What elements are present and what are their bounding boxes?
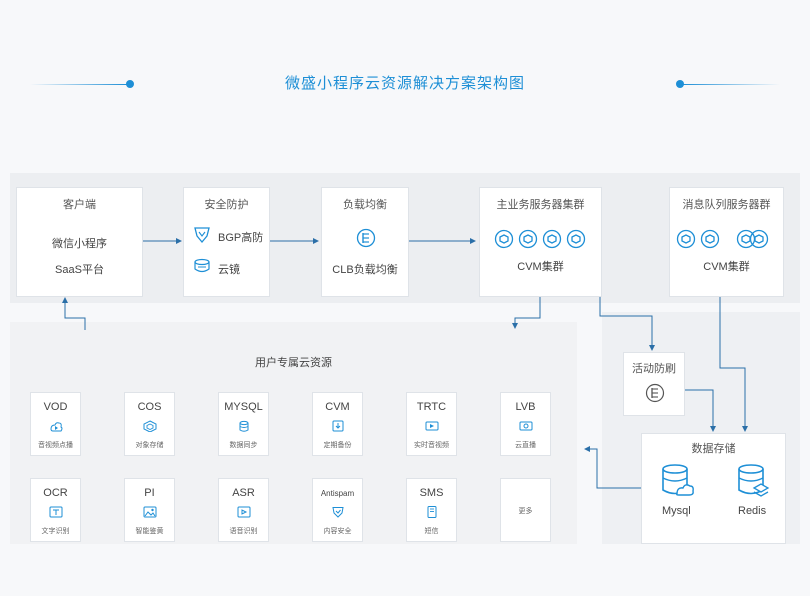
lvb-icon — [519, 421, 533, 431]
resource-tile-mysql: MYSQL 数据同步 — [218, 392, 269, 456]
resource-tile-antispam: Antispam 内容安全 — [312, 478, 363, 542]
arrow-main-to-resources — [512, 297, 541, 329]
client-title: 客户端 — [63, 199, 96, 211]
cvm-icon — [332, 420, 344, 432]
sms-icon — [427, 506, 437, 518]
resources-title: 用户专属云资源 — [255, 357, 332, 369]
resource-tile-sub: 音视频点播 — [38, 442, 73, 449]
resource-tile-sub: 更多 — [518, 508, 533, 515]
resource-tile-name: Antispam — [320, 489, 355, 498]
load-balance-label: CLB负载均衡 — [332, 264, 398, 276]
antispam-icon — [332, 507, 344, 518]
redis-icon — [738, 464, 770, 497]
resource-tile-lvb: LVB 云直播 — [500, 392, 551, 456]
resource-tile-more: 更多 — [500, 478, 551, 542]
asr-icon — [237, 506, 251, 518]
security-title: 安全防护 — [204, 199, 249, 211]
activity-title: 活动防刷 — [632, 363, 676, 375]
resource-tile-name: OCR — [43, 487, 68, 499]
arrow-activity-to-storage — [685, 389, 716, 432]
resource-tile-name: ASR — [232, 487, 255, 499]
resource-tile-name: LVB — [515, 401, 536, 413]
mq-cluster-label: CVM集群 — [703, 261, 750, 273]
resource-tile-name: MYSQL — [224, 401, 263, 413]
storage-box: 数据存储 Mysql Redis — [641, 433, 786, 544]
resource-tile-name: TRTC — [416, 401, 447, 413]
resource-zone-band — [10, 322, 577, 544]
cloud-mirror-icon — [194, 258, 210, 273]
resource-tile-sms: SMS 短信 — [406, 478, 457, 542]
main-cluster-icons — [494, 229, 590, 254]
storage-redis-label: Redis — [738, 505, 767, 517]
mq-cluster-box: 消息队列服务器群 CVM集群 — [669, 187, 784, 297]
mq-cluster-icons — [676, 229, 776, 254]
resource-tile-cvm: CVM 定期备份 — [312, 392, 363, 456]
resource-tile-name: PI — [144, 487, 155, 499]
arrow-main-to-activity — [599, 297, 655, 351]
client-item-saas: SaaS平台 — [55, 264, 104, 276]
pi-icon — [143, 506, 157, 518]
resource-tile-sub: 对象存储 — [135, 442, 164, 449]
title-decor-right-dot — [676, 80, 684, 88]
resource-tile-sub: 数据同步 — [229, 442, 258, 449]
resource-tile-name: VOD — [43, 401, 68, 413]
resource-tile-name: CVM — [325, 401, 350, 413]
mysql-icon — [662, 464, 694, 496]
main-cluster-label: CVM集群 — [517, 261, 564, 273]
arrow-mq-to-storage — [719, 297, 748, 432]
resource-tile-name: COS — [137, 401, 162, 413]
resource-tile-vod: VOD 音视频点播 — [30, 392, 81, 456]
anti-brush-icon — [645, 383, 665, 403]
title-decor-left — [30, 84, 127, 85]
arrow-storage-to-resources — [584, 446, 665, 489]
security-item-bgp: BGP高防 — [218, 232, 264, 244]
cos-icon — [143, 420, 157, 432]
resource-tile-sub: 语音识别 — [229, 528, 258, 535]
shield-icon — [194, 227, 210, 244]
main-cluster-box: 主业务服务器集群 CVM集群 — [479, 187, 602, 297]
client-box: 客户端 微信小程序 SaaS平台 — [16, 187, 143, 297]
security-item-yunjing: 云镜 — [218, 264, 240, 276]
arrow-resources-to-client — [62, 297, 86, 330]
load-balance-box: 负载均衡 CLB负载均衡 — [321, 187, 409, 297]
storage-mysql-label: Mysql — [662, 505, 691, 517]
cvm-icon — [494, 229, 586, 249]
resource-tile-sub: 文字识别 — [41, 528, 70, 535]
resource-tile-sub: 智能鉴黄 — [135, 528, 164, 535]
security-box: 安全防护 BGP高防 云镜 — [183, 187, 270, 297]
mysql-icon — [239, 420, 249, 432]
resource-tile-sub: 定期备份 — [323, 442, 352, 449]
resource-tile-cos: COS 对象存储 — [124, 392, 175, 456]
storage-title: 数据存储 — [691, 443, 736, 455]
cvm-icon — [676, 229, 769, 249]
activity-box: 活动防刷 — [623, 352, 685, 416]
resource-tile-asr: ASR 语音识别 — [218, 478, 269, 542]
vod-icon — [50, 422, 63, 432]
title-decor-left-dot — [126, 80, 134, 88]
clb-icon — [356, 228, 376, 248]
resource-tile-sub: 实时音视频 — [414, 442, 449, 449]
trtc-icon — [425, 421, 439, 431]
resource-tile-trtc: TRTC 实时音视频 — [406, 392, 457, 456]
resource-tile-ocr: OCR 文字识别 — [30, 478, 81, 542]
resource-tile-pi: PI 智能鉴黄 — [124, 478, 175, 542]
load-balance-title: 负载均衡 — [343, 199, 387, 211]
resource-tile-sub: 短信 — [424, 528, 439, 535]
resource-tile-sub: 云直播 — [515, 442, 536, 449]
resource-tile-sub: 内容安全 — [323, 528, 352, 535]
ocr-icon — [49, 506, 63, 518]
client-item-wechat: 微信小程序 — [52, 238, 107, 250]
page-title: 微盛小程序云资源解决方案架构图 — [284, 75, 525, 92]
mq-cluster-title: 消息队列服务器群 — [682, 199, 771, 211]
resource-tile-name: SMS — [419, 487, 444, 499]
title-decor-right — [683, 84, 780, 85]
main-cluster-title: 主业务服务器集群 — [496, 199, 585, 211]
